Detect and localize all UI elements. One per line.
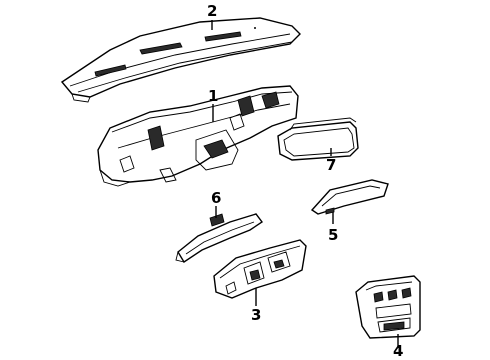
- callout-5: 5: [328, 226, 338, 244]
- leader-lines: [211, 20, 399, 348]
- part-4-console-bezel: [355, 275, 421, 339]
- part-6-lower-trim: [175, 213, 264, 263]
- callout-6: 6: [211, 189, 221, 207]
- callout-7: 7: [326, 156, 336, 174]
- callout-2: 2: [207, 2, 217, 20]
- callout-1: 1: [208, 87, 218, 105]
- part-5-trim-panel: [310, 179, 389, 215]
- part-2-dash-pad: [60, 17, 301, 103]
- callout-4: 4: [393, 342, 403, 360]
- callout-labels: 2 1 7 5 6 3 4: [207, 2, 403, 360]
- part-3-cluster-bezel: [213, 239, 307, 299]
- part-1-instrument-panel: [97, 85, 299, 187]
- part-7-glove-box: [277, 117, 359, 161]
- callout-3: 3: [251, 306, 261, 324]
